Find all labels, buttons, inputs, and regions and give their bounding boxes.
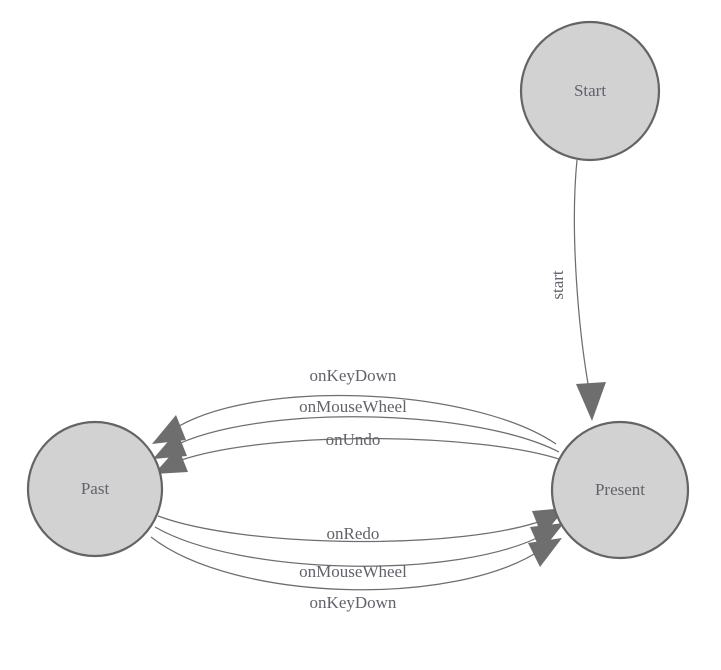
- node-past-label: Past: [81, 479, 110, 498]
- edge-label-group: start onKeyDown onMouseWheel onUndo onRe…: [299, 270, 567, 612]
- node-start[interactable]: Start: [519, 20, 661, 162]
- arrowhead-keydown-down: [528, 538, 562, 567]
- edge-path-keydown-down: [150, 536, 543, 591]
- node-present-label: Present: [595, 480, 645, 499]
- edge-present-to-past-undo[interactable]: [154, 438, 563, 474]
- edge-label-start: start: [548, 270, 567, 300]
- arrowhead-undo: [154, 447, 188, 474]
- edge-label-mousewheel-down: onMouseWheel: [299, 562, 407, 581]
- edge-path-mousewheel-up: [171, 416, 560, 453]
- node-present-circle[interactable]: [550, 420, 690, 560]
- edge-label-mousewheel-up: onMouseWheel: [299, 397, 407, 416]
- node-start-label: Start: [574, 81, 606, 100]
- edge-label-keydown-down: onKeyDown: [310, 593, 397, 612]
- edge-past-to-present-keydown[interactable]: [150, 536, 562, 591]
- arrowhead-keydown-up: [152, 415, 186, 444]
- edge-path-start: [573, 159, 591, 396]
- edge-label-redo: onRedo: [327, 524, 380, 543]
- edge-start-to-present[interactable]: [573, 159, 606, 421]
- node-group: Start Past Present: [26, 20, 690, 560]
- arrowhead-start: [576, 382, 606, 421]
- node-past[interactable]: Past: [26, 420, 164, 558]
- edge-label-undo: onUndo: [326, 430, 381, 449]
- edge-path-undo: [172, 438, 563, 464]
- node-past-circle[interactable]: [26, 420, 164, 558]
- edge-path-keydown-up: [170, 394, 557, 445]
- edge-path-redo: [157, 515, 548, 543]
- edge-group: [150, 159, 606, 591]
- node-present[interactable]: Present: [550, 420, 690, 560]
- edge-path-mousewheel-down: [154, 526, 546, 567]
- edge-label-keydown-up: onKeyDown: [310, 366, 397, 385]
- node-start-circle[interactable]: [519, 20, 661, 162]
